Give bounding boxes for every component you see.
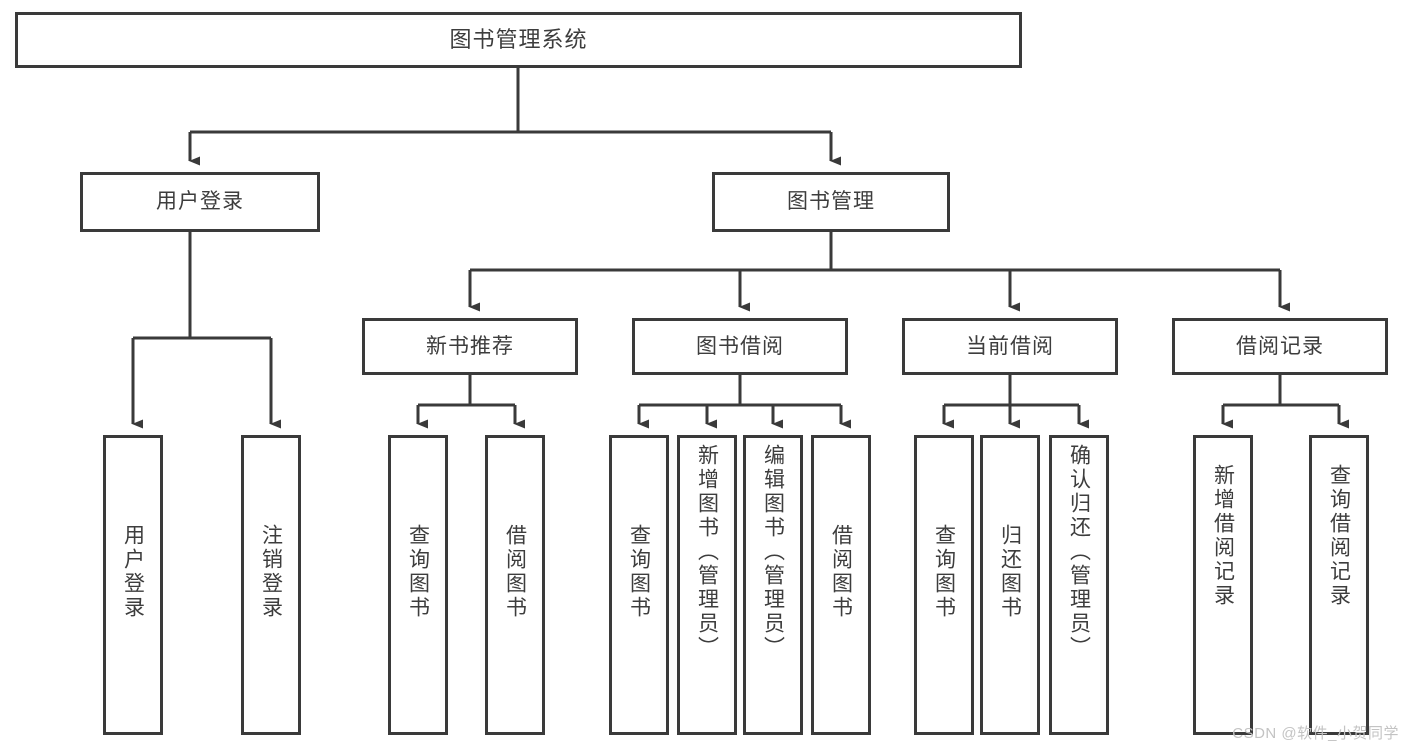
node-label: 图书管理 <box>787 190 875 214</box>
node-label: 编辑图书（管理员） <box>761 444 785 660</box>
node-label: 图书管理系统 <box>449 26 588 52</box>
node-label: 查询图书 <box>932 524 956 620</box>
node-root-system[interactable]: 图书管理系统 <box>15 12 1022 68</box>
node-label: 新增图书（管理员） <box>695 444 719 660</box>
leaf-logout[interactable]: 注销登录 <box>241 435 301 735</box>
leaf-query-book-current[interactable]: 查询图书 <box>914 435 974 735</box>
node-current-borrow[interactable]: 当前借阅 <box>902 318 1118 375</box>
node-borrow-records[interactable]: 借阅记录 <box>1172 318 1388 375</box>
node-label: 查询图书 <box>406 524 430 620</box>
leaf-return-book[interactable]: 归还图书 <box>980 435 1040 735</box>
leaf-confirm-return-admin[interactable]: 确认归还（管理员） <box>1049 435 1109 735</box>
node-label: 借阅图书 <box>503 524 527 620</box>
node-book-management[interactable]: 图书管理 <box>712 172 950 232</box>
node-book-borrow[interactable]: 图书借阅 <box>632 318 848 375</box>
node-new-book-recommend[interactable]: 新书推荐 <box>362 318 578 375</box>
node-label: 图书借阅 <box>696 334 784 358</box>
node-label: 用户登录 <box>121 524 145 620</box>
node-label: 当前借阅 <box>966 334 1054 358</box>
node-label: 用户登录 <box>156 190 244 214</box>
node-label: 确认归还（管理员） <box>1067 444 1091 660</box>
node-label: 新增借阅记录 <box>1211 464 1235 608</box>
node-user-login[interactable]: 用户登录 <box>80 172 320 232</box>
node-label: 注销登录 <box>259 524 283 620</box>
leaf-edit-book-admin[interactable]: 编辑图书（管理员） <box>743 435 803 735</box>
csdn-watermark: CSDN @软件_小贺同学 <box>1232 725 1399 742</box>
node-label: 查询借阅记录 <box>1327 464 1351 608</box>
leaf-query-borrow-record[interactable]: 查询借阅记录 <box>1309 435 1369 735</box>
leaf-borrow-book[interactable]: 借阅图书 <box>811 435 871 735</box>
node-label: 查询图书 <box>627 524 651 620</box>
leaf-add-book-admin[interactable]: 新增图书（管理员） <box>677 435 737 735</box>
leaf-add-borrow-record[interactable]: 新增借阅记录 <box>1193 435 1253 735</box>
leaf-query-book-borrow[interactable]: 查询图书 <box>609 435 669 735</box>
node-label: 借阅记录 <box>1236 334 1324 358</box>
leaf-user-login[interactable]: 用户登录 <box>103 435 163 735</box>
leaf-query-book-recommend[interactable]: 查询图书 <box>388 435 448 735</box>
leaf-borrow-book-recommend[interactable]: 借阅图书 <box>485 435 545 735</box>
node-label: 新书推荐 <box>426 334 514 358</box>
node-label: 归还图书 <box>998 524 1022 620</box>
node-label: 借阅图书 <box>829 524 853 620</box>
